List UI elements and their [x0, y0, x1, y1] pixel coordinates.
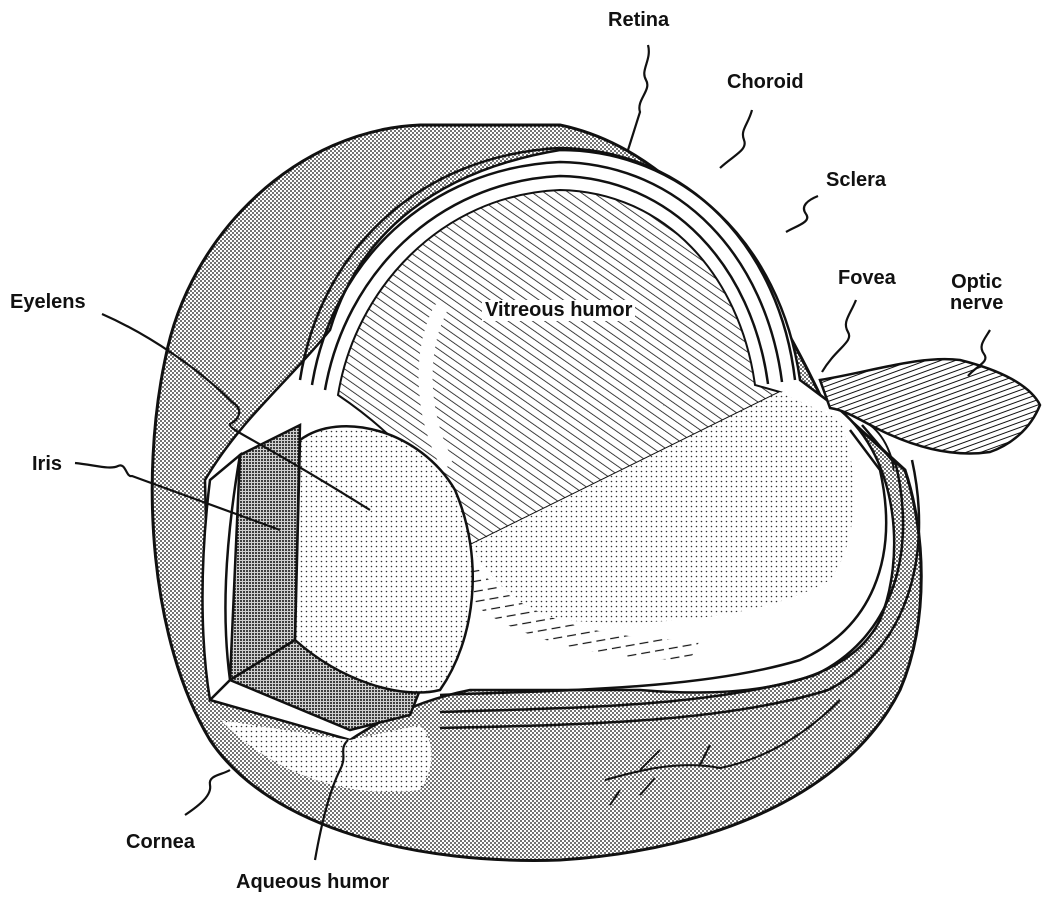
label-optic-line1: Optic	[950, 272, 1003, 293]
label-sclera: Sclera	[826, 170, 886, 191]
leader-choroid	[720, 110, 752, 168]
label-optic-line2: nerve	[950, 293, 1003, 314]
label-iris: Iris	[32, 454, 62, 475]
leader-fovea	[822, 300, 856, 372]
label-optic-nerve: Optic nerve	[950, 272, 1003, 314]
label-retina: Retina	[608, 10, 669, 31]
label-choroid: Choroid	[727, 72, 804, 93]
label-aqueous-humor: Aqueous humor	[236, 872, 389, 893]
label-cornea: Cornea	[126, 832, 195, 853]
leader-sclera	[786, 196, 818, 232]
leader-retina	[628, 45, 649, 150]
leader-cornea	[185, 770, 230, 815]
iris-block	[230, 425, 300, 680]
label-eyelens: Eyelens	[10, 292, 86, 313]
label-fovea: Fovea	[838, 268, 896, 289]
label-vitreous-humor: Vitreous humor	[482, 300, 635, 321]
